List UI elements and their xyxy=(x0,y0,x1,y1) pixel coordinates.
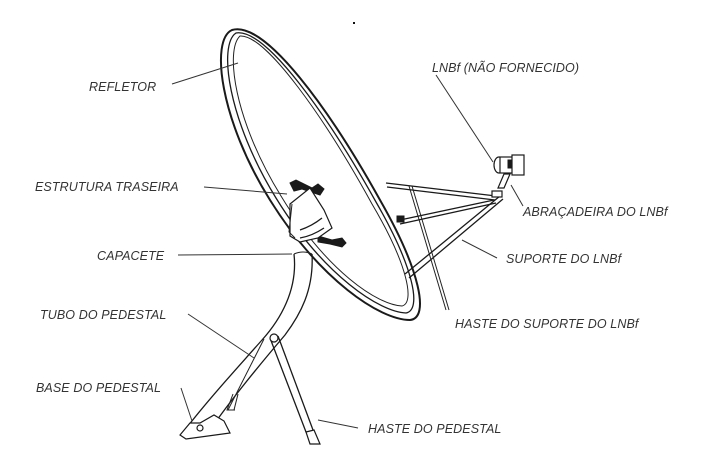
lnbf-support-arms xyxy=(385,182,504,311)
pedestal-base xyxy=(179,338,265,440)
label-haste-pedestal: HASTE DO PEDESTAL xyxy=(368,422,501,436)
label-haste-suporte-lnbf: HASTE DO SUPORTE DO LNBf xyxy=(455,317,640,331)
label-tubo-pedestal: TUBO DO PEDESTAL xyxy=(40,308,166,322)
label-abracadeira-lnbf: ABRAÇADEIRA DO LNBf xyxy=(522,205,669,219)
leader-lines xyxy=(171,62,524,429)
stray-mark xyxy=(353,22,355,24)
head-mount xyxy=(288,187,333,243)
pedestal-strut xyxy=(269,333,321,445)
lnbf-unit xyxy=(491,154,525,198)
label-base-pedestal: BASE DO PEDESTAL xyxy=(36,381,161,395)
label-refletor: REFLETOR xyxy=(89,80,156,94)
label-lnbf: LNBf (NÃO FORNECIDO) xyxy=(432,61,579,75)
label-suporte-lnbf: SUPORTE DO LNBf xyxy=(506,252,623,266)
label-estrutura-traseira: ESTRUTURA TRASEIRA xyxy=(35,180,179,194)
pedestal-tube xyxy=(187,251,313,431)
label-capacete: CAPACETE xyxy=(97,249,165,263)
reflector-dish xyxy=(219,28,421,322)
